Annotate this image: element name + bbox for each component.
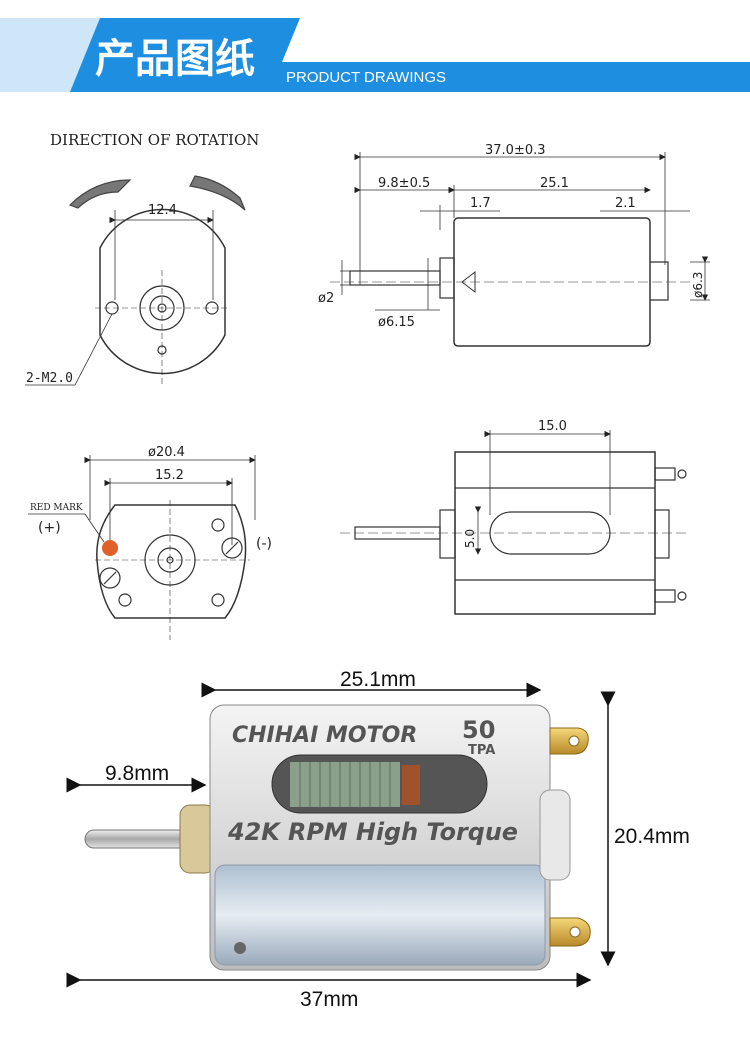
header-title-cn: 产品图纸: [95, 36, 255, 82]
technical-drawings: DIRECTION OF ROTATION 12.4 2-M2.0 37.0±0…: [25, 131, 710, 640]
rotation-arrow-left: [68, 179, 132, 209]
photo-dim-height: 20.4mm: [614, 825, 690, 848]
photo-dim-body: 25.1mm: [340, 668, 416, 691]
dim-window-length: 15.0: [538, 419, 567, 434]
rear-body-outline: [96, 504, 247, 619]
dim-terminal-spacing: 15.2: [155, 468, 184, 483]
dim-terminal: 2.1: [615, 196, 636, 211]
dim-rear-diameter: ø20.4: [148, 445, 185, 460]
photo-dim-shaft: 9.8mm: [105, 762, 169, 785]
page-header: 产品图纸 PRODUCT DRAWINGS: [0, 18, 750, 92]
header-subtitle: PRODUCT DRAWINGS: [286, 69, 446, 86]
model-number: 50: [462, 716, 495, 744]
side-body: [453, 217, 651, 347]
screw-label: 2-M2.0: [26, 371, 73, 386]
front-body-outline: [99, 208, 226, 375]
minus-label: (-): [256, 536, 272, 552]
top-view: 15.0 5.0: [340, 419, 690, 615]
dim-boss: 1.7: [470, 196, 491, 211]
dim-shaft-length: 9.8±0.5: [378, 176, 430, 191]
red-mark: [102, 540, 118, 556]
photo-dim-total: 37mm: [300, 988, 358, 1011]
dim-end-dia: ø6.3: [691, 272, 705, 298]
brand-text: CHIHAI MOTOR: [232, 723, 417, 748]
motor-can: [214, 864, 546, 966]
plus-label: (+): [38, 520, 61, 536]
dim-overall: 37.0±0.3: [485, 143, 546, 158]
model-suffix: TPA: [468, 743, 495, 758]
rotation-arrow-right: [189, 175, 246, 211]
side-view: 37.0±0.3 9.8±0.5 25.1 1.7 2.1 ø2 ø6.15 ø…: [318, 143, 710, 347]
motor-shaft: [84, 829, 196, 849]
header-white-strip: [282, 18, 750, 62]
dim-body-length: 25.1: [540, 176, 569, 191]
dim-shaft-dia: ø2: [318, 291, 334, 306]
direction-label: DIRECTION OF ROTATION: [50, 131, 259, 149]
motor-photo: 25.1mm 9.8mm 20.4mm 37mm CHIHAI MOTOR 50…: [66, 668, 690, 1011]
dim-window-width: 5.0: [463, 529, 477, 548]
dim-boss-dia: ø6.15: [378, 315, 415, 330]
spec-text: 42K RPM High Torque: [227, 818, 518, 846]
dim-hole-spacing: 12.4: [148, 203, 177, 218]
red-mark-label: RED MARK: [30, 503, 83, 513]
front-view: DIRECTION OF ROTATION 12.4 2-M2.0: [25, 131, 259, 386]
rear-view: ø20.4 15.2 RED MARK (+) (-): [28, 445, 272, 640]
